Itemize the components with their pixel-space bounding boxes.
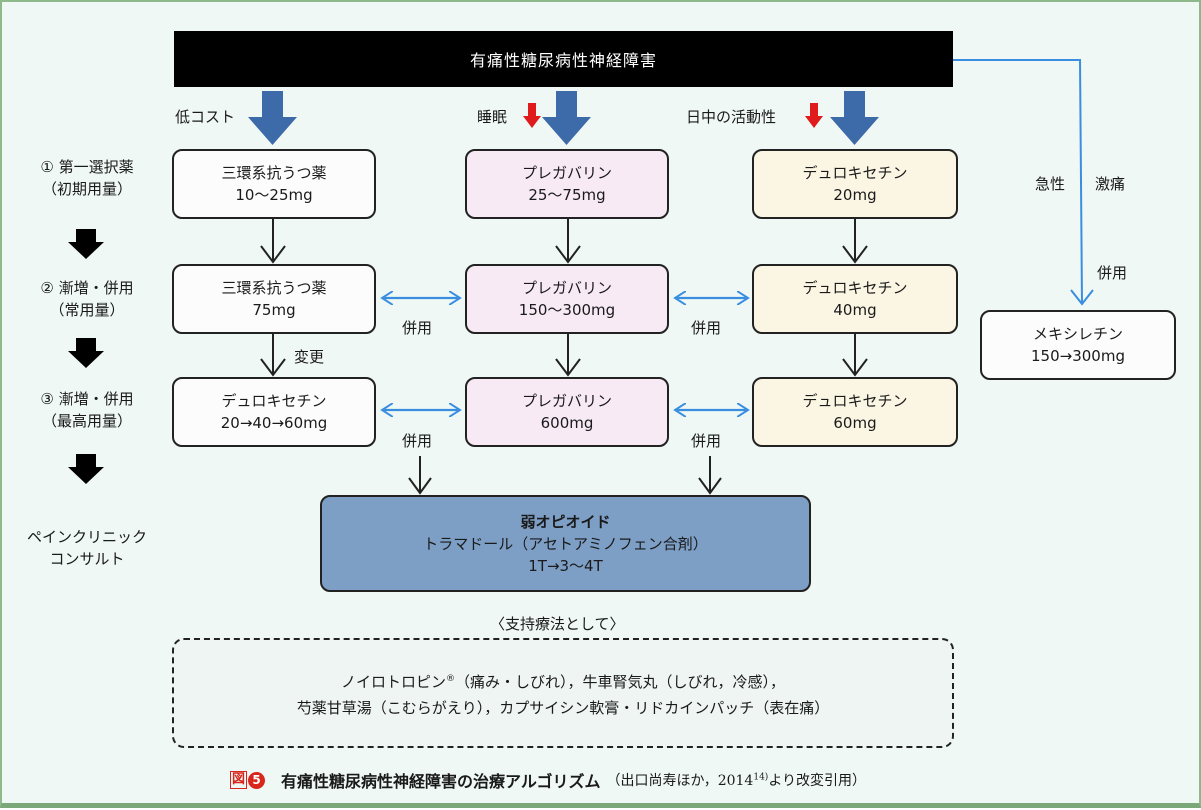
label-low-cost: 低コスト [175, 108, 236, 126]
figure-label: 図 [230, 771, 248, 789]
drug-name: デュロキセチン [221, 392, 327, 410]
drug-dose: 25～75mg [528, 186, 606, 204]
step-3: ③ 漸増・併用 （最高用量） [2, 388, 172, 432]
drug-dose: 75mg [252, 301, 296, 319]
step-2-title: ② 漸増・併用 [40, 279, 134, 297]
drug-name: メキシレチン [1032, 325, 1123, 343]
box-tca-initial: 三環系抗うつ薬 10～25mg [172, 149, 376, 219]
step-arrow-1 [68, 229, 104, 259]
label-severe-pain: 激痛 [1095, 175, 1126, 193]
box-pregabalin-max: プレガバリン 600mg [465, 377, 669, 447]
label-daytime-activity: 日中の活動性 [686, 108, 777, 126]
drug-dose: 20mg [833, 186, 877, 204]
drug-name: デュロキセチン [802, 392, 908, 410]
step-pain-clinic-line1: ペインクリニック [26, 528, 147, 546]
caption-title: 有痛性糖尿病性神経障害の治療アルゴリズム [281, 772, 601, 791]
arrow-col2-r2-r3 [555, 334, 581, 377]
label-combine-r2-right: 併用 [691, 319, 722, 337]
registered-mark: ® [446, 673, 455, 684]
support-box: ノイロトロピン®（痛み・しびれ），牛車腎気丸（しびれ，冷感）， 芍薬甘草湯（こむ… [172, 638, 954, 748]
box-weak-opioid: 弱オピオイド トラマドール（アセトアミノフェン合剤） 1T→3～4T [320, 495, 811, 592]
drug-dose: 600mg [540, 414, 594, 432]
box-duloxetine-switch: デュロキセチン 20→40→60mg [172, 377, 376, 447]
drug-dose: 40mg [833, 301, 877, 319]
box-pregabalin-initial: プレガバリン 25～75mg [465, 149, 669, 219]
drug-name: プレガバリン [521, 279, 612, 297]
label-combine-r3-right: 併用 [691, 432, 722, 450]
opioid-dose: 1T→3～4T [528, 556, 603, 575]
step-arrow-2 [68, 338, 104, 368]
drug-dose: 20→40→60mg [220, 414, 328, 432]
step-3-sub: （最高用量） [41, 412, 132, 430]
label-combine-r3-left: 併用 [402, 432, 433, 450]
label-acute-combine: 併用 [1097, 264, 1128, 282]
figure-number-badge: 5 [248, 771, 266, 789]
big-arrow-col3 [830, 91, 879, 145]
arrow-col3-r2-r3 [842, 334, 868, 377]
support-line-2: 芍薬甘草湯（こむらがえり），カプサイシン軟膏・リドカインパッチ（表在痛） [296, 698, 830, 717]
caption-ref: 14) [753, 772, 769, 783]
drug-dose: 10～25mg [235, 186, 313, 204]
drug-dose: 150→300mg [1031, 347, 1125, 365]
drug-name: デュロキセチン [802, 164, 908, 182]
caption-source: （出口尚寿ほか，201414)より改変引用） [607, 770, 867, 790]
arrow-col1-r1-r2 [260, 219, 286, 264]
step-pain-clinic-line2: コンサルト [49, 550, 125, 568]
step-2: ② 漸増・併用 （常用量） [2, 277, 172, 321]
label-sleep: 睡眠 [477, 108, 508, 126]
opioid-class: 弱オピオイド [520, 512, 611, 531]
arrow-col3-r1-r2 [842, 219, 868, 264]
box-tca-usual: 三環系抗うつ薬 75mg [172, 264, 376, 334]
title-text: 有痛性糖尿病性神経障害 [469, 51, 657, 70]
title-bar: 有痛性糖尿病性神経障害 [174, 31, 953, 87]
support-line-1: ノイロトロピン®（痛み・しびれ），牛車腎気丸（しびれ，冷感）， [341, 666, 785, 695]
red-arrow-activity-decrease [805, 103, 823, 128]
step-1-sub: （初期用量） [41, 180, 132, 198]
acute-branch-connector [953, 59, 1094, 306]
arrow-to-opioid-right [698, 456, 722, 495]
caption-source-b: より改変引用） [768, 773, 867, 789]
step-1-title: ① 第一選択薬 [40, 158, 134, 176]
label-acute: 急性 [1035, 175, 1066, 193]
drug-dose: 60mg [833, 414, 877, 432]
caption-source-a: （出口尚寿ほか，2014 [606, 773, 754, 789]
arrow-to-opioid-left [408, 456, 432, 495]
drug-name: デュロキセチン [802, 279, 908, 297]
box-pregabalin-usual: プレガバリン 150～300mg [465, 264, 669, 334]
drug-name: 三環系抗うつ薬 [221, 279, 327, 297]
box-mexiletine: メキシレチン 150→300mg [980, 310, 1176, 380]
neurotropin: ノイロトロピン [340, 672, 446, 691]
red-arrow-sleep-decrease [523, 103, 541, 128]
drug-dose: 150～300mg [518, 301, 616, 319]
step-3-title: ③ 漸増・併用 [40, 390, 134, 408]
figure-caption: 図 5 有痛性糖尿病性神経障害の治療アルゴリズム （出口尚寿ほか，201414)… [230, 768, 866, 792]
label-combine-r2-left: 併用 [402, 319, 433, 337]
box-duloxetine-usual: デュロキセチン 40mg [752, 264, 958, 334]
step-1: ① 第一選択薬 （初期用量） [2, 156, 172, 200]
big-arrow-col1 [248, 91, 297, 145]
support-line-1-rest: （痛み・しびれ），牛車腎気丸（しびれ，冷感）， [455, 672, 786, 691]
box-duloxetine-max: デュロキセチン 60mg [752, 377, 958, 447]
step-arrow-3 [68, 454, 104, 484]
arrow-col1-r2-r3 [260, 334, 286, 377]
support-heading: 〈支持療法として〉 [490, 615, 625, 633]
drug-name: 三環系抗うつ薬 [221, 164, 327, 182]
opioid-drug: トラマドール（アセトアミノフェン合剤） [423, 534, 708, 553]
arrow-col2-r1-r2 [555, 219, 581, 264]
box-duloxetine-initial: デュロキセチン 20mg [752, 149, 958, 219]
drug-name: プレガバリン [521, 392, 612, 410]
big-arrow-col2 [542, 91, 591, 145]
step-2-sub: （常用量） [49, 301, 125, 319]
step-pain-clinic: ペインクリニック コンサルト [2, 526, 172, 570]
drug-name: プレガバリン [521, 164, 612, 182]
label-change: 変更 [294, 348, 325, 366]
